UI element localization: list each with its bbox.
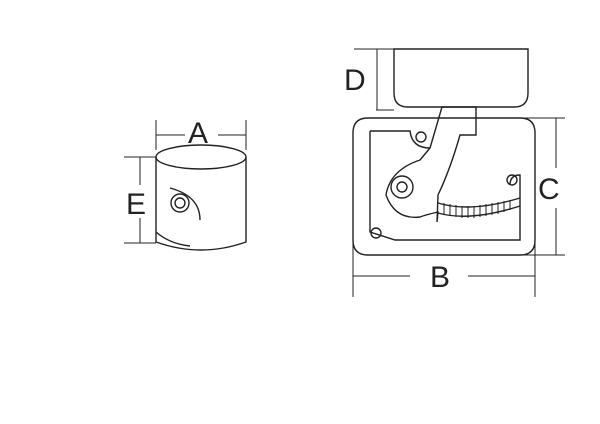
threaded-hole-icon: [170, 193, 190, 213]
cylinder-part: [155, 144, 247, 251]
dimension-d: [354, 48, 394, 111]
dimension-b: [352, 240, 536, 297]
label-e: E: [126, 188, 146, 221]
dimension-c: [523, 117, 565, 256]
dimension-e: [124, 156, 156, 244]
dimension-a: [155, 120, 247, 150]
label-b: B: [430, 261, 450, 294]
label-c: C: [538, 173, 560, 206]
label-d: D: [344, 64, 366, 97]
latch-part: [352, 48, 536, 256]
label-a: A: [188, 117, 208, 150]
